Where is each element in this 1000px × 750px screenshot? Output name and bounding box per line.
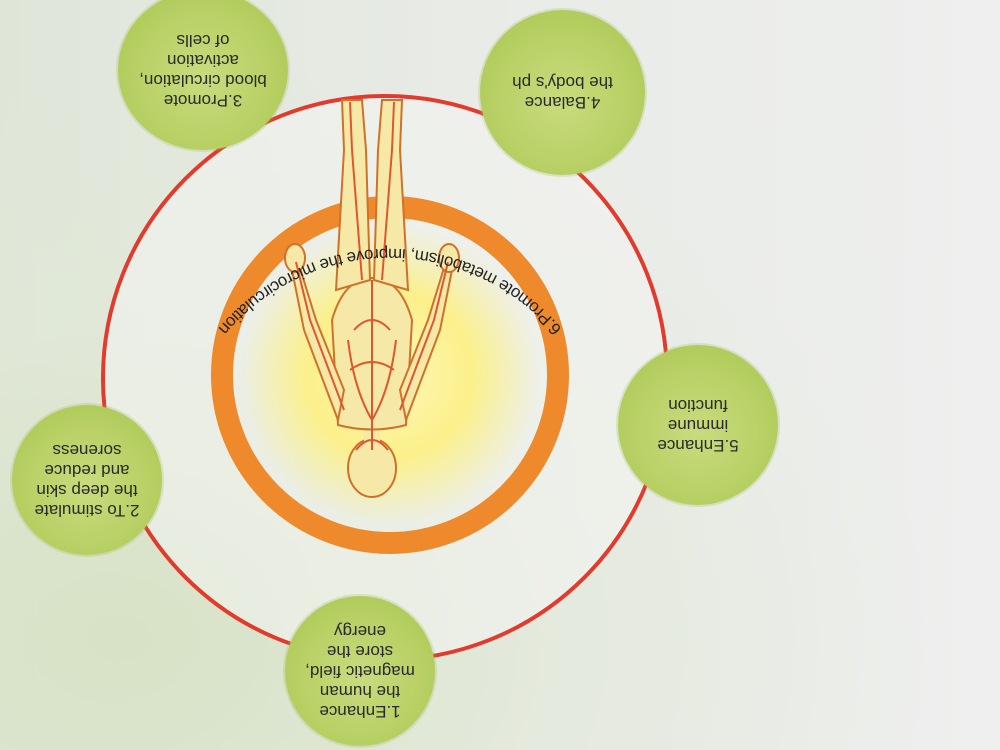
benefit-1-text: 1.Enhance the human magnetic field, stor… (305, 622, 415, 721)
benefit-bubble-2: 2.To stimulate the deep skin and reduce … (12, 405, 162, 555)
benefit-3-text: 3.Promote blood circulation, activation … (139, 31, 267, 110)
benefit-bubble-5: 5.Enhance immune function (618, 345, 778, 505)
benefit-5-text: 5.Enhance immune function (657, 396, 739, 455)
benefit-4-text: 4.Balance the body's ph (512, 73, 613, 113)
body-figure (284, 99, 460, 498)
benefit-2-text: 2.To stimulate the deep skin and reduce … (34, 441, 140, 520)
benefit-bubble-4: 4.Balance the body's ph (480, 10, 645, 175)
benefit-bubble-1: 1.Enhance the human magnetic field, stor… (285, 596, 435, 746)
